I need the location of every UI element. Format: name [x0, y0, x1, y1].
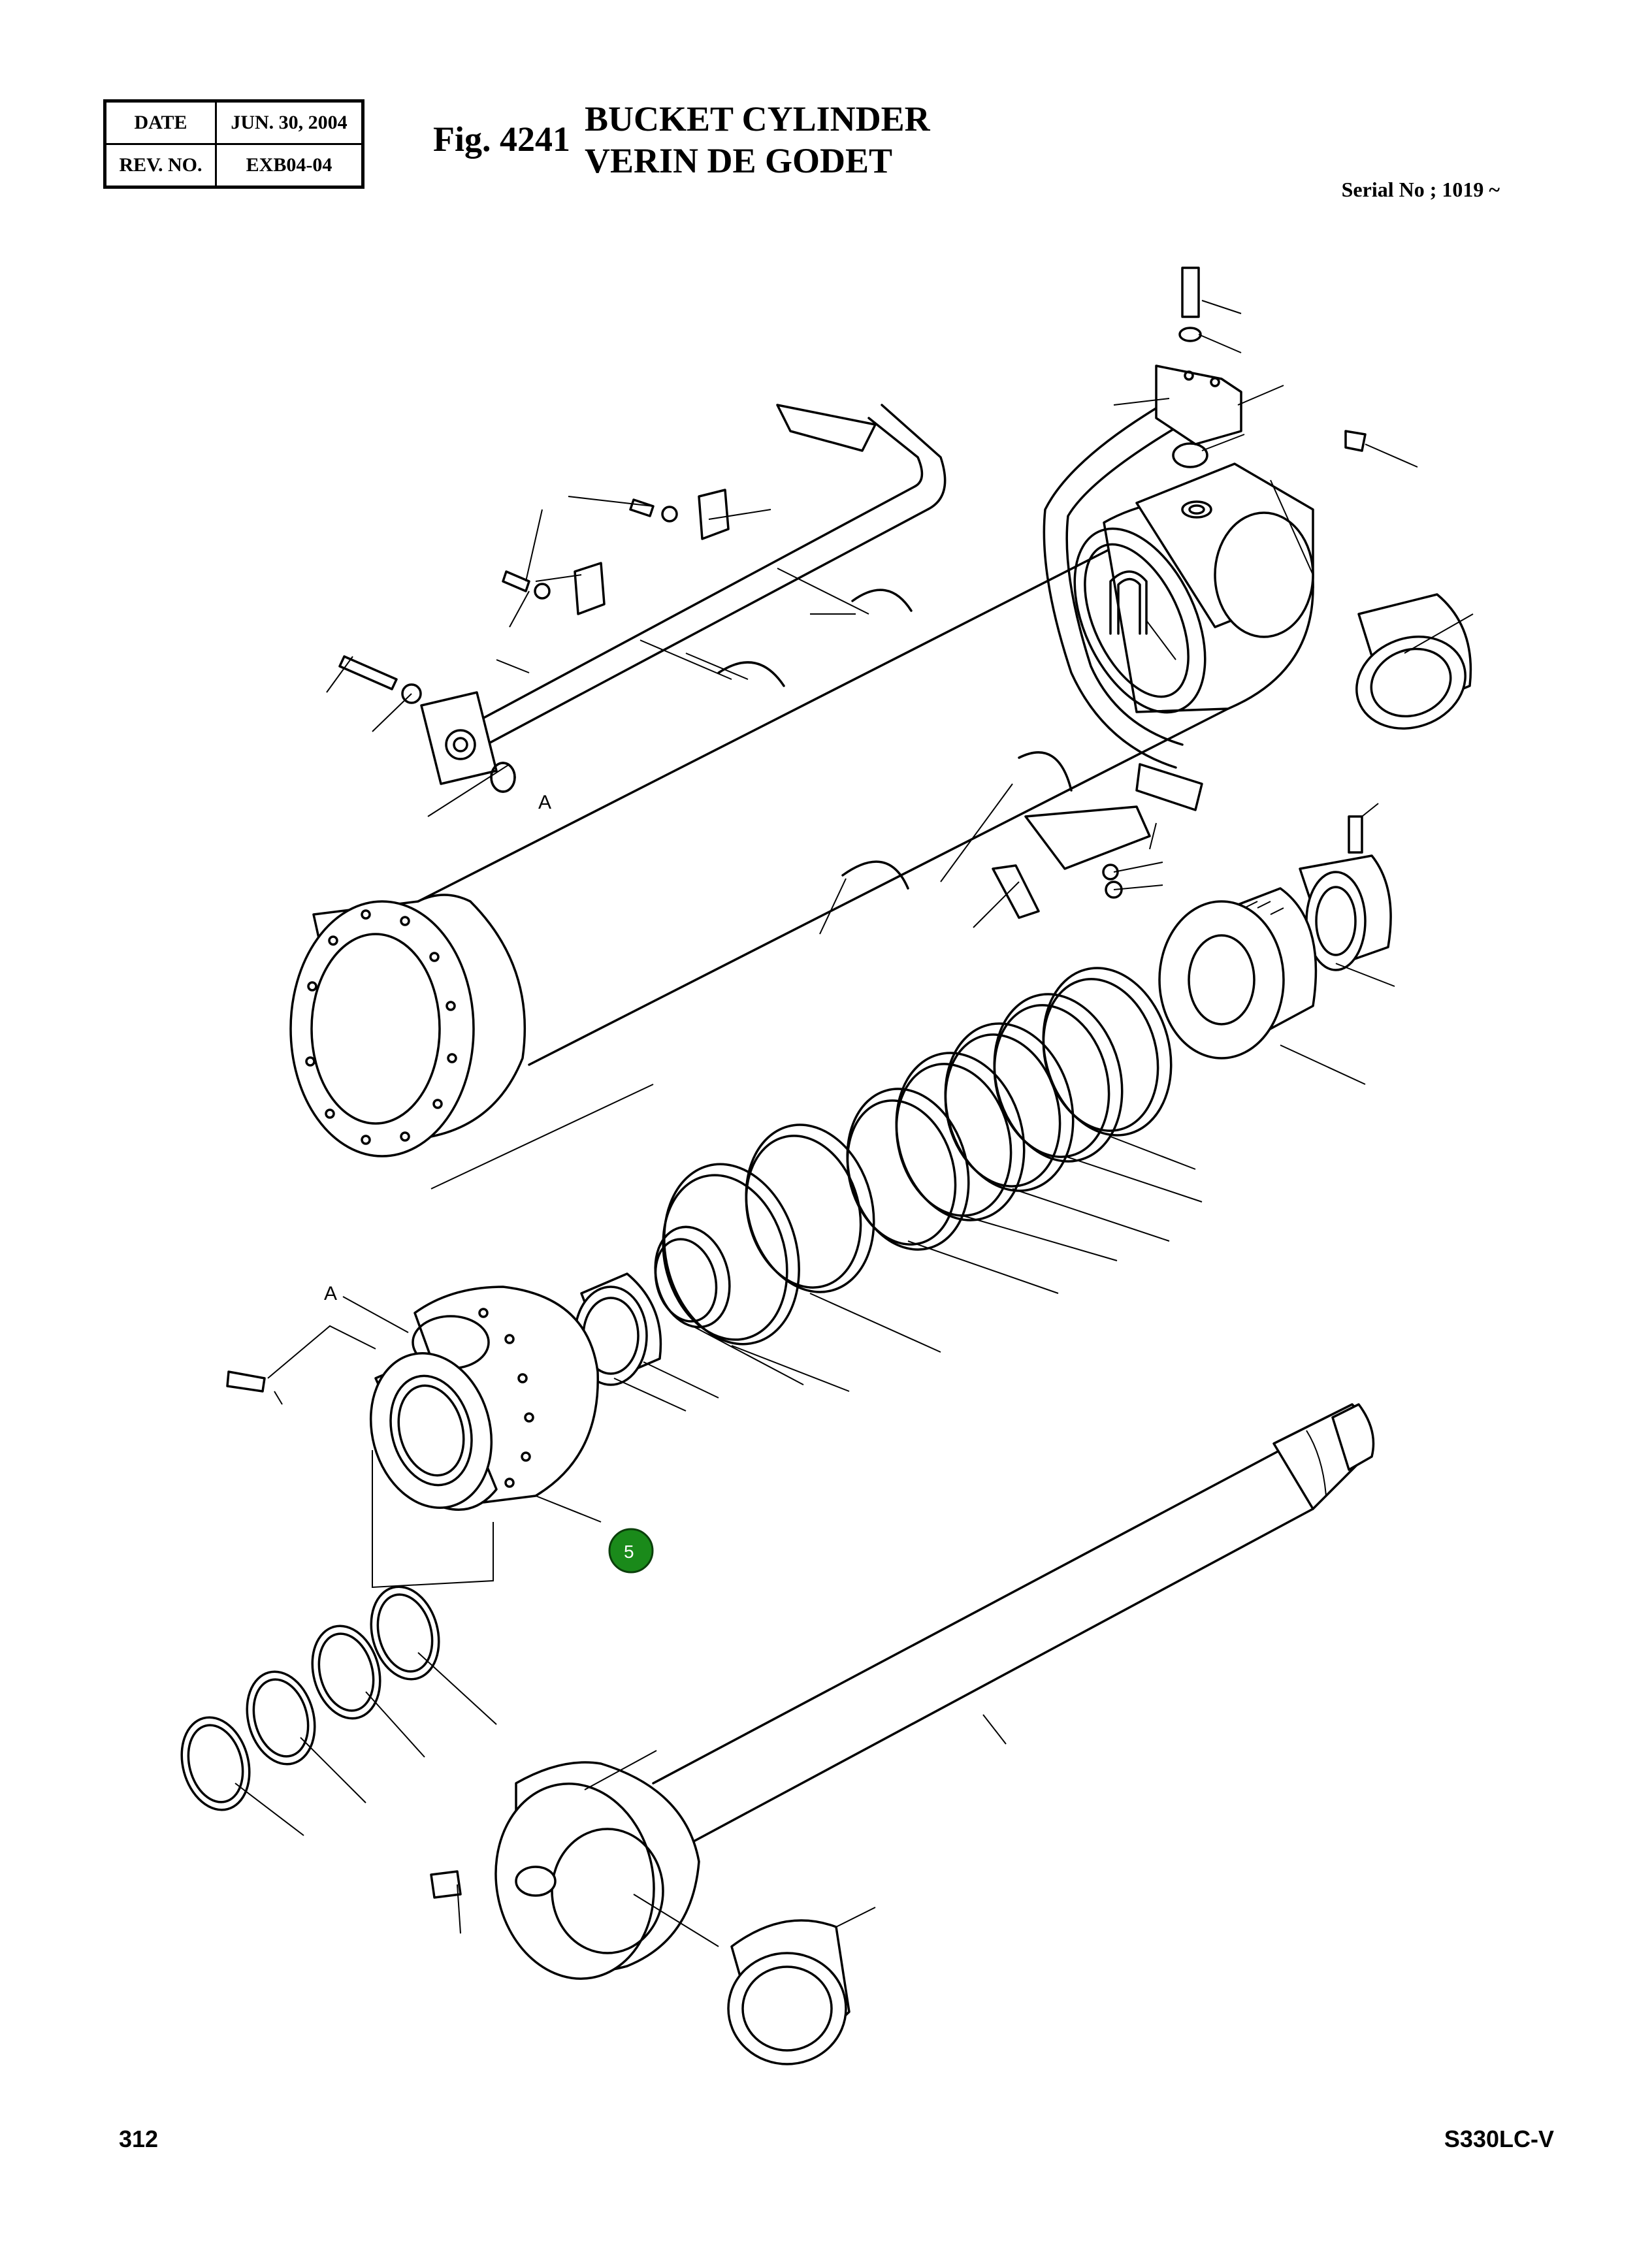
- rev-label: REV. NO.: [104, 143, 217, 188]
- flange-bolt-holes: [305, 909, 457, 1145]
- pipe-right: [1043, 364, 1242, 811]
- bushing-bottom: [727, 1919, 850, 2065]
- date-value: JUN. 30, 2004: [215, 100, 364, 145]
- ref-a-leader: [342, 1296, 409, 1333]
- figure-number: Fig. 4241: [433, 120, 570, 159]
- rev-value: EXB04-04: [215, 143, 364, 188]
- revision-table: DATE JUN. 30, 2004 REV. NO. EXB04-04: [103, 99, 364, 189]
- tube-head-flange: [289, 894, 526, 1157]
- split-flange-halves: [574, 489, 730, 615]
- lock-nut: [1299, 854, 1392, 971]
- item-marker[interactable]: 5: [608, 1528, 654, 1574]
- ref-label-a-top: A: [538, 792, 551, 813]
- leader-lines: [235, 300, 1474, 1947]
- o-rings-small: [490, 442, 1208, 793]
- rod-cover: [369, 1285, 599, 1511]
- item-marker-number[interactable]: 5: [624, 1542, 634, 1562]
- pipe-clamps: [717, 589, 1151, 890]
- serial-range: Serial No ; 1019 ~: [1341, 178, 1500, 201]
- ref-label-a-bottom: A: [324, 1283, 337, 1304]
- bushing-top: [1355, 593, 1472, 730]
- rod-eye: [494, 1761, 700, 1980]
- rod-cover-bolt-holes: [478, 1308, 534, 1488]
- date-label: DATE: [104, 100, 217, 145]
- model-code: S330LC-V: [1444, 2126, 1554, 2152]
- title-english: BUCKET CYLINDER: [585, 99, 930, 138]
- pipe-left: [420, 404, 947, 793]
- cylinder-tube: [417, 462, 1314, 1066]
- piston-rod: [652, 1403, 1375, 1843]
- u-bolt: [1109, 570, 1148, 635]
- piston-seal-rings: [654, 967, 1173, 1346]
- item-marker-circle[interactable]: [608, 1528, 654, 1574]
- page-number: 312: [119, 2126, 159, 2152]
- bolts-and-washers: [226, 267, 1367, 1899]
- rod-seals: [180, 1450, 494, 1811]
- figure-title: BUCKET CYLINDER VERIN DE GODET: [585, 98, 930, 182]
- piston: [1158, 887, 1318, 1059]
- title-french: VERIN DE GODET: [585, 141, 893, 180]
